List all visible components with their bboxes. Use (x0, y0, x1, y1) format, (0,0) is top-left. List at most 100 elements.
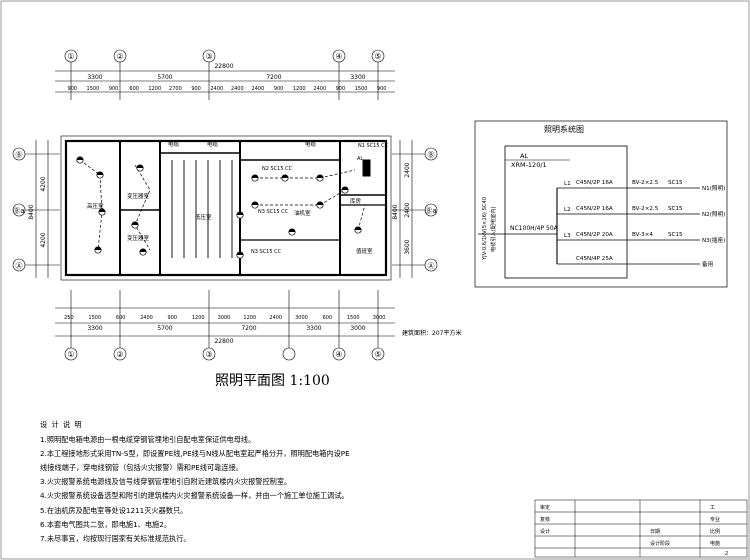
row-label-ba-right: Ⓑa (425, 207, 436, 215)
note-1: 1.照明配电箱电源由一根电缆穿钢管埋地引自配电室保证供电母线。 (40, 435, 256, 445)
circuit-phase-0: L1 (564, 181, 571, 187)
top-sub-dim-4: 1200 (148, 86, 161, 92)
building-area: 建筑面积：207平方米 (402, 330, 462, 337)
room-transformer-2: 变压器室 (127, 234, 150, 242)
room-diesel: 油机室 (294, 209, 311, 217)
note-3: 3.火灾报警系统电源线及信号线穿钢管埋地引自附近建筑楼内火灾报警控制室。 (40, 477, 292, 487)
panel-label-al: AL (357, 156, 363, 162)
top-sub-dim-8: 2400 (231, 86, 244, 92)
system-panel-model: XRM-120/1 (511, 161, 547, 169)
left-dim-2: 4200 (40, 232, 47, 247)
right-total-dim: 8400 (392, 204, 399, 219)
left-dim-1: 4200 (40, 176, 47, 191)
system-panel-label: AL (520, 152, 528, 160)
top-sub-dim-12: 2400 (313, 86, 326, 92)
note-4: 4.火灾报警系统设备选型和附引的建筑楼内火灾报警系统设备一样，并由一个施工单位施… (40, 491, 349, 501)
circuit-load-2: N3(插座) (702, 236, 725, 244)
cable-trench-3: 电缆 (305, 140, 317, 148)
circuit-breaker-2: C45N/2P 20A (576, 232, 613, 238)
top-sub-dim-5: 2700 (169, 86, 182, 92)
tb-cell-2: 专业 (710, 516, 720, 523)
top-sub-dim-15: 900 (377, 86, 387, 92)
tb-cell-6: 审定 (540, 504, 550, 511)
top-dim-4: 3300 (350, 74, 365, 81)
lamp-fill-0 (76, 156, 84, 160)
circuit-cable-1: BV-2×2.5 (632, 206, 659, 212)
bottom-sub-dim-1: 1500 (88, 315, 101, 321)
top-sub-dim-3: 600 (129, 86, 139, 92)
bottom-sub-dim-6: 3000 (218, 315, 231, 321)
circuit-phase-1: L2 (564, 207, 571, 213)
lamp-fill-2 (98, 208, 106, 212)
bottom-sub-dim-5: 1200 (192, 315, 205, 321)
bottom-dim-4: 3300 (306, 325, 321, 332)
lamp-fill-11 (316, 201, 324, 205)
lamp-fill-8 (281, 174, 289, 178)
top-sub-dim-7: 2400 (210, 86, 223, 92)
floor-plan (60, 135, 392, 281)
lamp-fill-9 (316, 174, 324, 178)
right-dim-2: 2400 (404, 202, 411, 217)
circuit-label-n1: N1 SC15 CC (358, 143, 389, 149)
circuit-breaker-1: C45N/2P 16A (576, 206, 613, 212)
lamp-fill-10 (251, 201, 259, 205)
lamp-fill-4 (136, 164, 144, 168)
axis-label-3: ③ (205, 52, 212, 61)
lamp-fill-7 (251, 174, 259, 178)
top-sub-dim-13: 900 (336, 86, 346, 92)
lamp-fill-6 (139, 248, 147, 252)
bottom-sub-dim-10: 600 (323, 315, 333, 321)
system-title: 照明系统图 (544, 124, 584, 134)
row-label-b-right: Ⓑ (428, 151, 435, 159)
circuit-load-1: N2(照明) (702, 211, 725, 218)
bottom-sub-dim-8: 2400 (269, 315, 282, 321)
room-storage: 库房 (350, 197, 362, 205)
circuit-conduit-2: SC15 (668, 232, 683, 238)
note-5: 5.在油机房及配电室等处设1211灭火器数只。 (40, 505, 188, 515)
right-dim-1: 2400 (404, 162, 411, 177)
incoming-cable: YJV-0.6/1kV(5×16) SC40 (482, 197, 488, 261)
room-transformer-1: 变压器室 (127, 192, 150, 200)
room-duty: 值班室 (356, 247, 373, 255)
bottom-sub-dim-11: 1500 (347, 315, 360, 321)
circuit-conduit-1: SC15 (668, 206, 683, 212)
bottom-dim-1: 3300 (87, 325, 102, 332)
circuit-label-n3b: N3 SC15 CC (251, 249, 282, 255)
top-sub-dim-0: 900 (68, 86, 78, 92)
note-7: 7.未尽事宜，均按现行国家有关标准规范执行。 (40, 533, 191, 543)
tb-cell-9: 电施 (710, 540, 720, 547)
cable-trench-1: 电缆 (168, 140, 180, 148)
cable-trench-2: 电缆 (207, 140, 219, 148)
tb-cell-3: 比例 (710, 528, 720, 535)
circuit-breaker-0: C45N/2P 16A (576, 180, 613, 186)
top-total-dim: 22800 (214, 63, 233, 70)
left-total-dim: 8400 (28, 204, 35, 219)
circuit-load-3: 备用 (702, 260, 713, 268)
bottom-sub-dim-12: 3000 (373, 315, 386, 321)
tb-cell-4: 日期 (650, 529, 660, 535)
row-label-a: Ⓐ (16, 262, 23, 270)
top-sub-dim-9: 2400 (252, 86, 265, 92)
top-sub-dim-2: 900 (109, 86, 119, 92)
lamp-fill-15 (236, 211, 244, 215)
lamp-fill-16 (236, 251, 244, 255)
note-2: 2.本工程接地形式采用TN-S型，即设置PE线,PE线与N线从配电室起严格分开，… (40, 449, 350, 459)
row-label-b: Ⓑ (16, 151, 23, 159)
lamp-fill-12 (288, 228, 296, 232)
bottom-axis-label-2: ② (116, 350, 123, 359)
note-2b: 线接线端子，穿电线钢管（包括火灾报警）需和PE线可靠连接。 (40, 463, 243, 473)
bottom-dim-3: 7200 (241, 325, 256, 332)
lamp-fill-13 (354, 226, 362, 230)
main-breaker: NC100H/4P 50A (510, 225, 559, 232)
tb-cell-7: 复核 (540, 516, 550, 523)
top-sub-dim-1: 1500 (87, 86, 100, 92)
room-high-voltage: 高压室 (87, 202, 104, 210)
top-sub-dim-11: 1200 (293, 86, 306, 92)
row-label-a-right: Ⓐ (428, 262, 435, 270)
top-axis-group (55, 49, 395, 100)
tb-cell-10: 2 (725, 551, 728, 557)
lighting-system-diagram: 照明系统图 AL XRM-120/1 YJV-0.6/1kV(5×16) SC4… (474, 120, 728, 288)
bottom-sub-dim-3: 2400 (140, 315, 153, 321)
